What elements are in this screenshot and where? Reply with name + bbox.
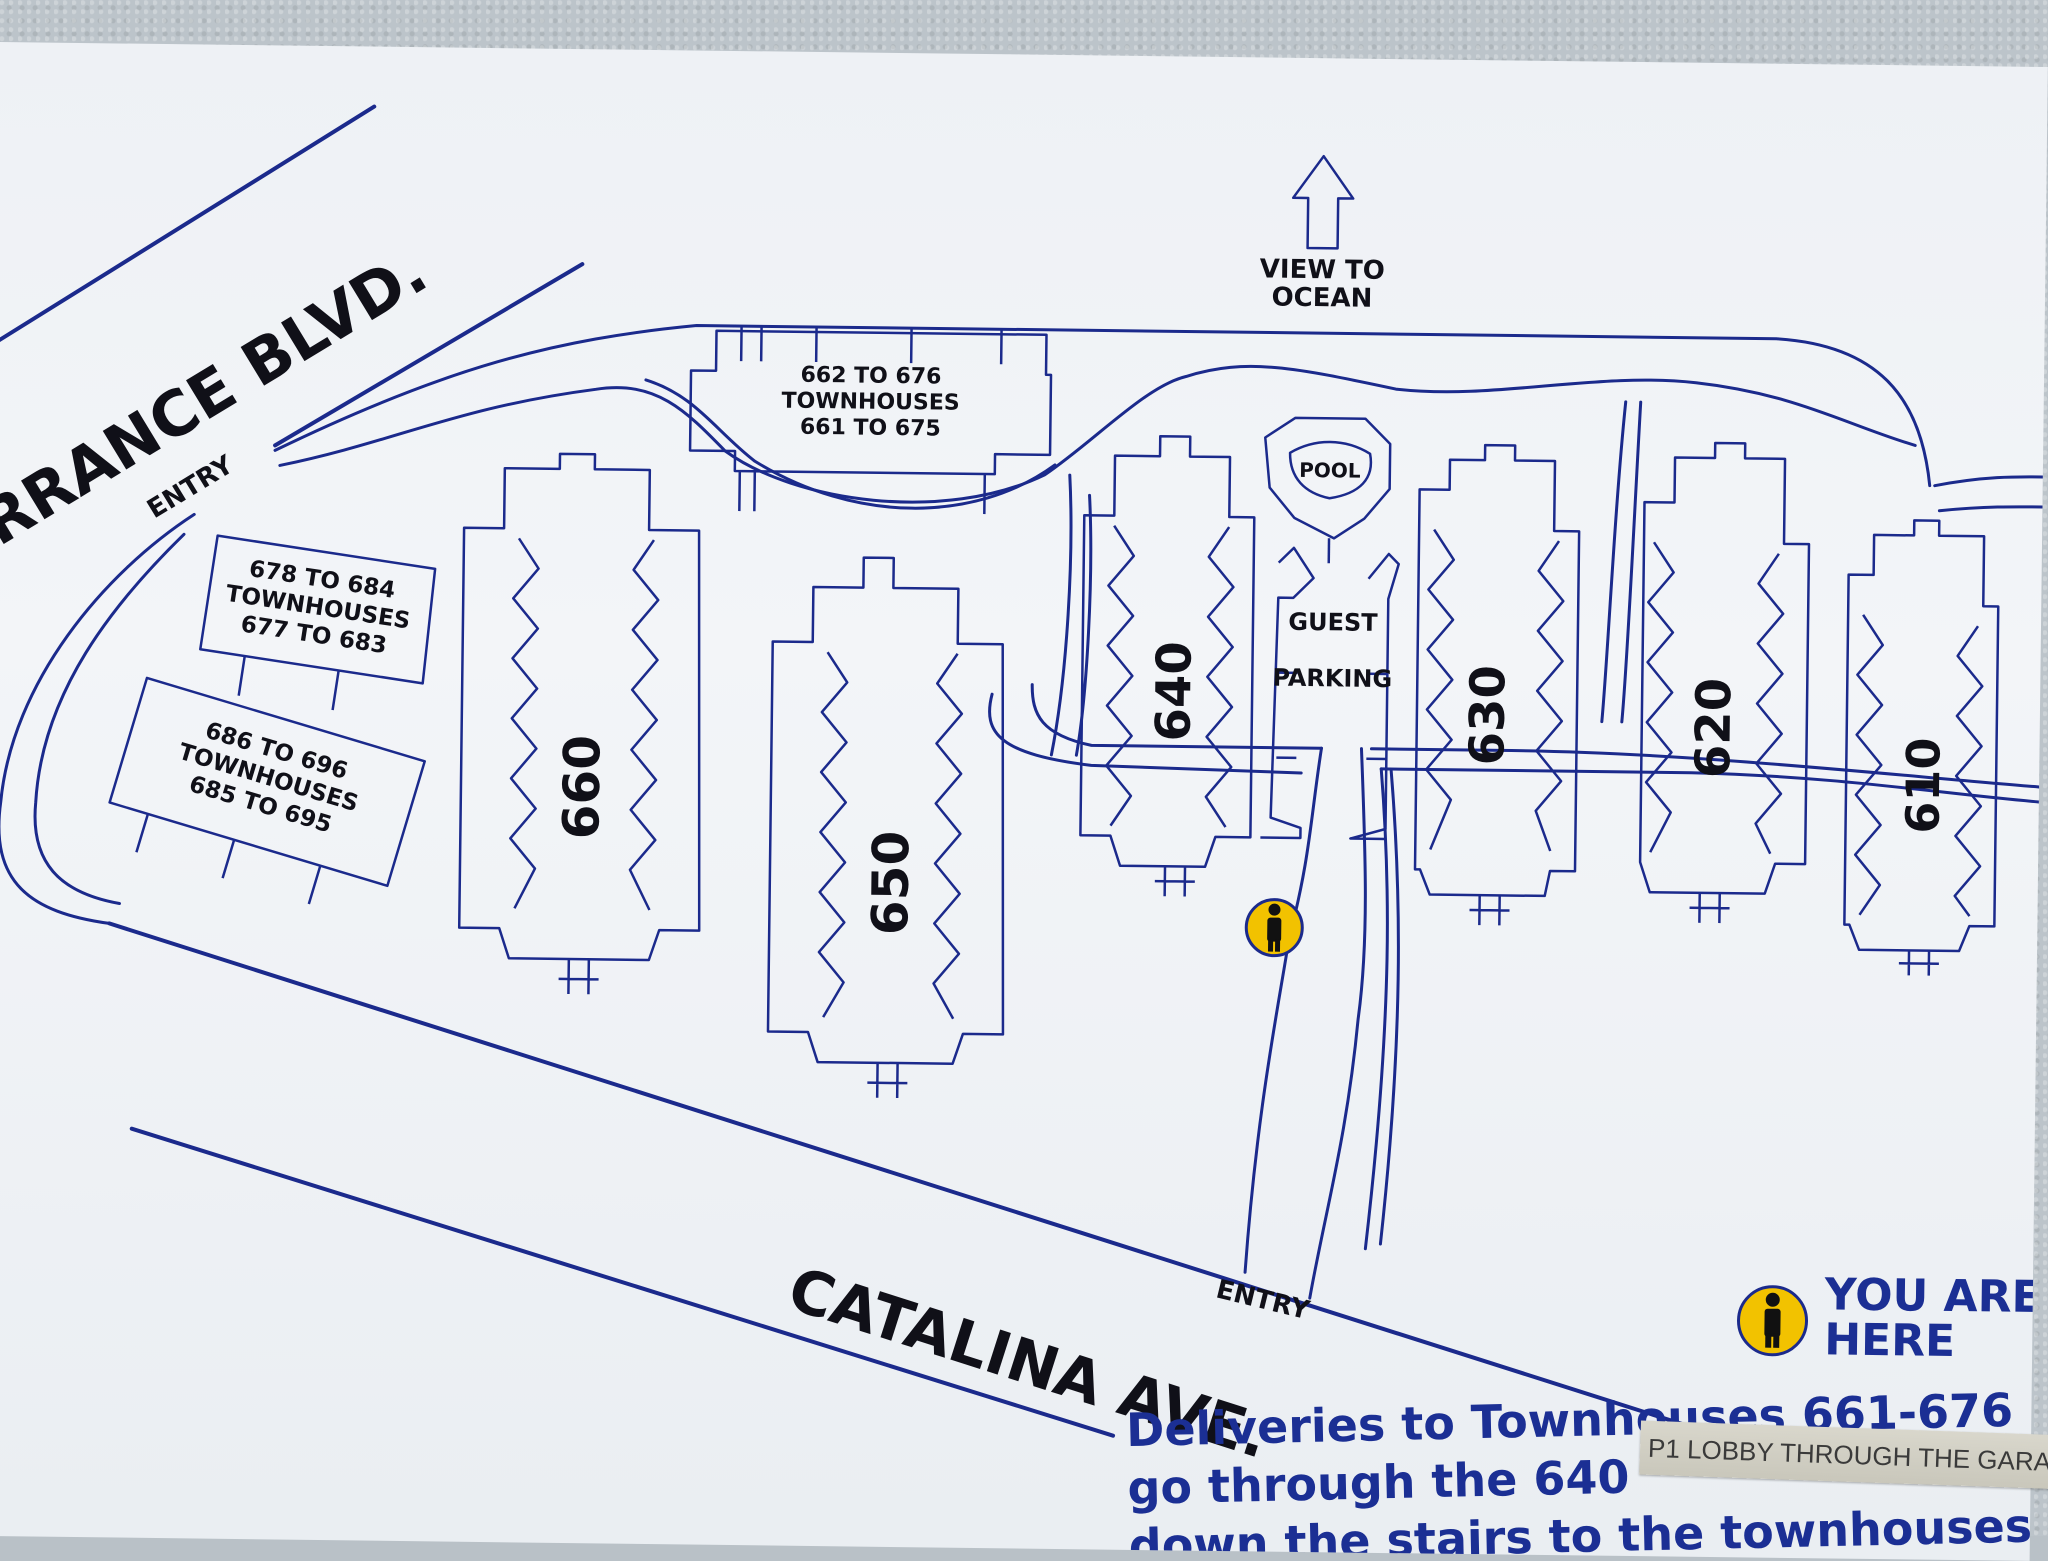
you-are-here-marker: [1244, 898, 1304, 958]
guest-parking-label: GUEST: [1288, 608, 1378, 637]
legend-label: YOU ARE: [1824, 1269, 2042, 1323]
perimeter-path: [0, 512, 196, 925]
townhouses-west-a: 678 TO 684 TOWNHOUSES 677 TO 683: [199, 534, 437, 711]
view-label: VIEW TO: [1260, 254, 1385, 286]
building-620: 620: [1638, 441, 1811, 924]
walkway: [1620, 400, 1643, 724]
site-map-sign: VIEW TO OCEAN 662 TO 676 TOWNHOUSES 661 …: [0, 42, 2048, 1561]
townhouses-north: 662 TO 676 TOWNHOUSES 661 TO 675: [688, 326, 1053, 515]
legend-label: HERE: [1824, 1314, 1955, 1367]
building-630: 630: [1413, 443, 1581, 926]
building-number: 620: [1685, 678, 1742, 779]
townhouse-label: TOWNHOUSES: [781, 389, 959, 416]
catalina-entry-label: ENTRY: [1213, 1275, 1313, 1327]
building-number: 640: [1146, 641, 1203, 742]
ring-road: [644, 378, 1057, 510]
guest-parking: GUEST PARKING: [1260, 546, 1400, 841]
torrance-road-line: [0, 104, 377, 344]
building-number: 650: [861, 830, 920, 935]
ring-road: [278, 364, 1917, 504]
ring-road: [1937, 505, 2044, 513]
service-road: [1369, 747, 2041, 789]
building-number: 630: [1459, 665, 1516, 766]
legend: YOU ARE HERE: [1737, 1269, 2042, 1367]
walkway: [1049, 473, 1073, 757]
townhouse-range-label: 662 TO 676: [800, 363, 941, 390]
townhouse-range-label: 661 TO 675: [800, 415, 941, 442]
notice-line: go through the 640: [1127, 1450, 1630, 1515]
view-label: OCEAN: [1271, 283, 1372, 314]
building-number: 660: [552, 735, 611, 840]
guest-parking-label: PARKING: [1272, 664, 1392, 693]
entry-drive: [1308, 747, 1367, 1300]
ring-road: [273, 324, 1932, 488]
ocean-arrow-icon: [1291, 154, 1355, 250]
pool: POOL: [1264, 416, 1392, 564]
building-610: 610: [1843, 519, 2000, 976]
catalina-road-line: [107, 921, 1746, 1446]
torrance-road-line: [273, 262, 585, 448]
ring-road: [1933, 475, 2045, 488]
site-map: VIEW TO OCEAN 662 TO 676 TOWNHOUSES 661 …: [0, 104, 2045, 1561]
building-660: 660: [457, 452, 701, 995]
service-road: [1030, 683, 1323, 750]
townhouses-west-b: 686 TO 696 TOWNHOUSES 685 TO 695: [108, 676, 426, 905]
walkway: [1074, 493, 1093, 757]
entry-drive: [1378, 769, 1400, 1246]
service-road: [988, 692, 1303, 775]
building-640: 640: [1079, 434, 1256, 897]
perimeter-path: [33, 532, 186, 906]
walkway: [1600, 400, 1628, 724]
service-road: [1379, 767, 2041, 804]
entry-drive: [1363, 767, 1389, 1251]
catalina-road-line: [129, 1126, 1116, 1438]
building-650: 650: [766, 556, 1005, 1099]
pool-label: POOL: [1299, 458, 1361, 483]
entry-drive: [1243, 746, 1323, 1274]
building-number: 610: [1895, 737, 1950, 834]
torrance-blvd-label: RRANCE BLVD.: [0, 235, 439, 560]
